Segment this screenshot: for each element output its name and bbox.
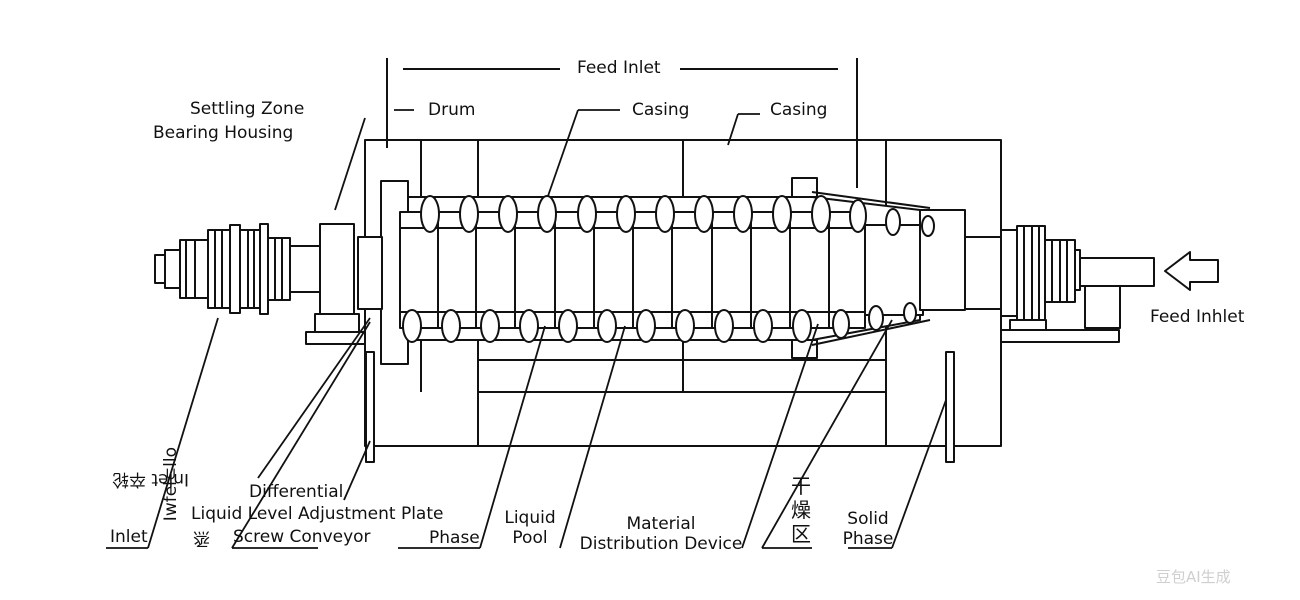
screw-flights-top — [420, 195, 935, 237]
label-material-distribution: Material Distribution Device — [580, 514, 743, 554]
label-liquid-pool-line-2: Pool — [512, 528, 548, 548]
label-liquid-level-adjustment-plate: Liquid Level Adjustment Plate — [191, 504, 444, 524]
label-drying-zone: 干燥区 — [791, 474, 811, 546]
label-mirrored-vertical: Iwfel⊂llo — [161, 447, 181, 522]
feed-inlet-dimension — [386, 58, 858, 188]
watermark: 豆包AI生成 — [1156, 568, 1231, 586]
label-lian: 烝 — [193, 528, 210, 548]
label-settling-zone: Settling Zone — [190, 99, 305, 119]
feed-inlet-arrow — [1164, 251, 1219, 291]
label-screw-conveyor: Screw Conveyor — [233, 527, 371, 547]
left-drive-shaft — [154, 223, 321, 315]
label-solid-phase-line-1: Solid — [847, 509, 889, 529]
label-drum: Drum — [428, 100, 476, 120]
right-end-assembly — [945, 225, 1155, 463]
label-inlet: Inlet — [110, 527, 148, 547]
label-differential: Differential — [249, 482, 344, 502]
label-phase: Phase — [429, 528, 480, 548]
label-feed-inlet-top: Feed Inlet — [577, 58, 661, 78]
label-material-distribution-line-2: Distribution Device — [579, 534, 743, 554]
label-casing-1: Casing — [632, 100, 690, 120]
screw-flights-bottom — [402, 302, 917, 343]
label-solid-phase-line-2: Phase — [842, 529, 894, 549]
label-casing-2: Casing — [770, 100, 828, 120]
label-feed-inlet-right: Feed Inhlet — [1150, 307, 1245, 327]
label-solid-phase: Solid Phase — [843, 509, 894, 549]
label-liquid-pool: Liquid Pool — [504, 508, 555, 548]
label-bearing-housing: Bearing Housing — [153, 123, 294, 143]
leader-lines — [106, 109, 947, 549]
label-liquid-pool-line-1: Liquid — [504, 508, 556, 528]
label-material-distribution-line-1: Material — [626, 514, 696, 534]
